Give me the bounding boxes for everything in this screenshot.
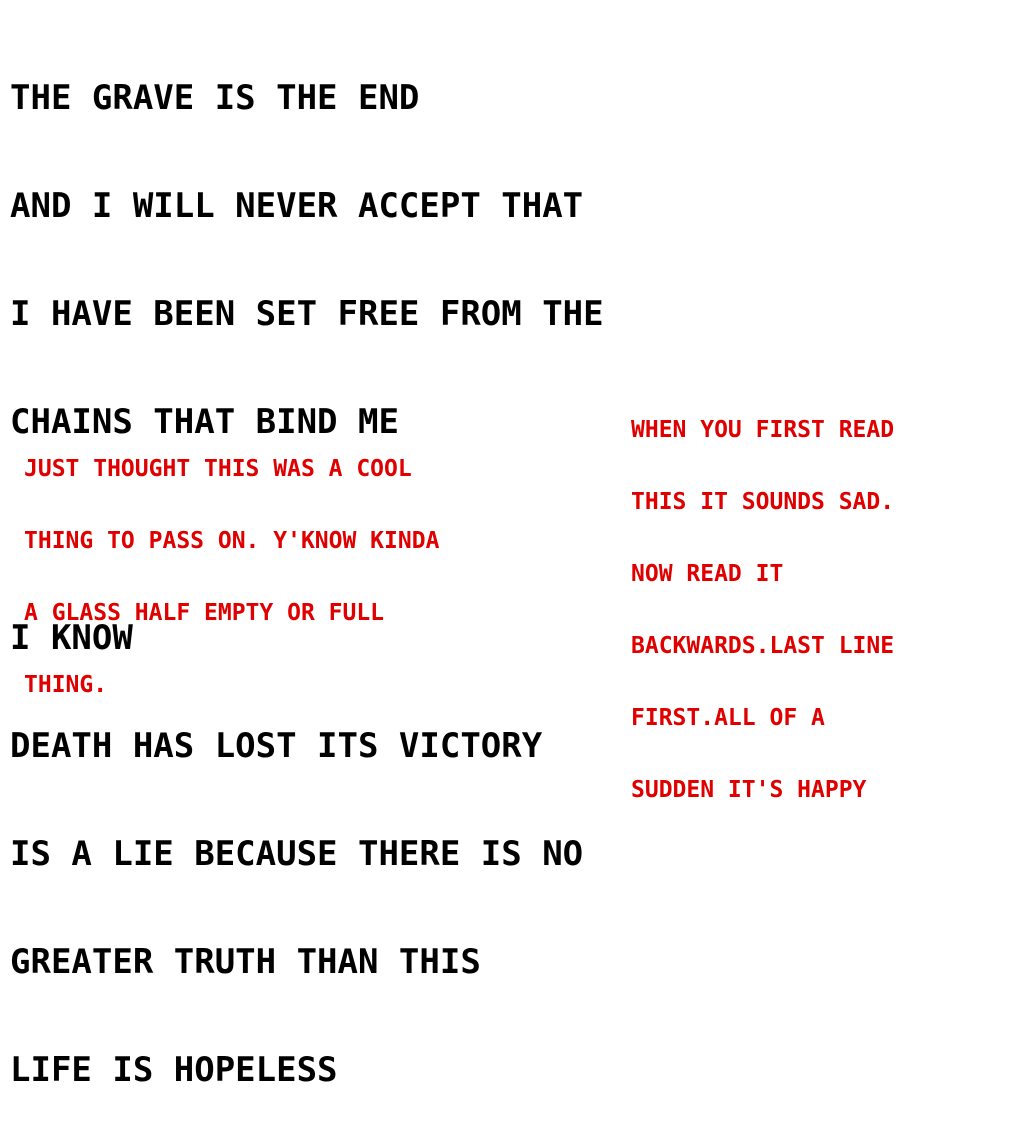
- poem-line: AND I WILL NEVER ACCEPT THAT: [10, 186, 584, 226]
- poem-line: CHAINS THAT BIND ME: [10, 402, 399, 442]
- note-line: THIS IT SOUNDS SAD.: [631, 489, 895, 515]
- note-line: WHEN YOU FIRST READ: [631, 417, 895, 443]
- note-line: SUDDEN IT'S HAPPY: [631, 777, 867, 803]
- note-line: THING TO PASS ON. Y'KNOW KINDA: [24, 528, 440, 554]
- note-line: THING.: [24, 672, 108, 698]
- note-line: NOW READ IT: [631, 561, 784, 587]
- poem-line: THE GRAVE IS THE END: [10, 78, 420, 118]
- note-line: BACKWARDS.LAST LINE: [631, 633, 895, 659]
- poem-line: I HAVE BEEN SET FREE FROM THE: [10, 294, 604, 334]
- note-line: FIRST.ALL OF A: [631, 705, 825, 731]
- poem-line: LIFE IS HOPELESS: [10, 1050, 338, 1090]
- poem-line: IS A LIE BECAUSE THERE IS NO: [10, 834, 584, 874]
- note-line: A GLASS HALF EMPTY OR FULL: [24, 600, 385, 626]
- note-line: JUST THOUGHT THIS WAS A COOL: [24, 456, 412, 482]
- poem-line: GREATER TRUTH THAN THIS: [10, 942, 481, 982]
- note-right: WHEN YOU FIRST READ THIS IT SOUNDS SAD. …: [631, 370, 1021, 826]
- note-left: JUST THOUGHT THIS WAS A COOL THING TO PA…: [24, 409, 624, 721]
